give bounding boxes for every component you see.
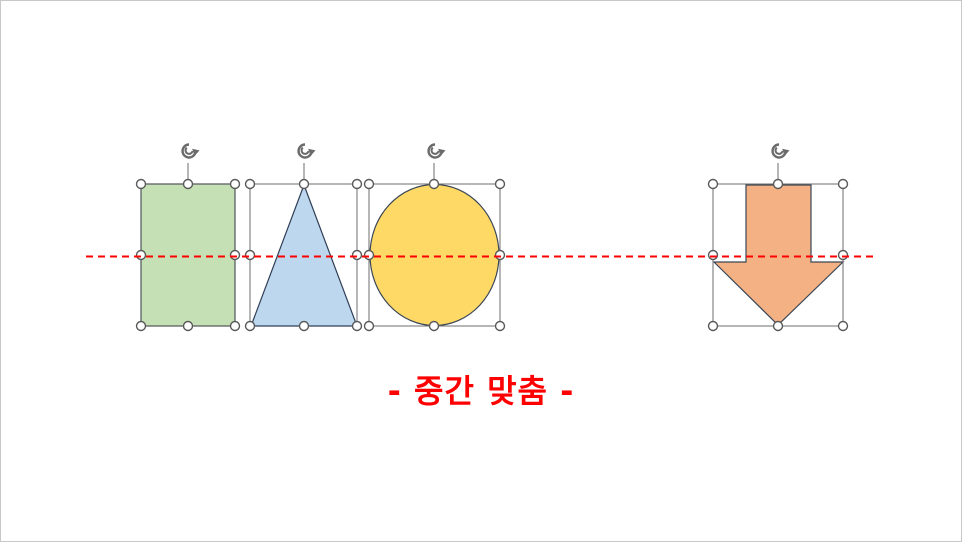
caption-middle-align: - 중간 맞춤 - [387,372,575,410]
oval-shape[interactable] [369,183,500,327]
shape-triangle[interactable] [244,143,363,332]
down-arrow-shape[interactable] [712,184,845,326]
shape-ellipse[interactable] [363,143,506,332]
resize-handles-triangle[interactable] [244,178,363,332]
rotate-handle-icon[interactable] [297,143,317,159]
shape-down-arrow[interactable] [707,143,849,332]
rotate-handle-icon[interactable] [181,143,201,159]
shape-rectangle[interactable] [135,143,241,332]
resize-handles-rectangle[interactable] [135,178,241,332]
rotate-handle-icon[interactable] [427,143,447,159]
rectangle-shape[interactable] [140,183,236,327]
rotate-handle-icon[interactable] [771,143,791,159]
